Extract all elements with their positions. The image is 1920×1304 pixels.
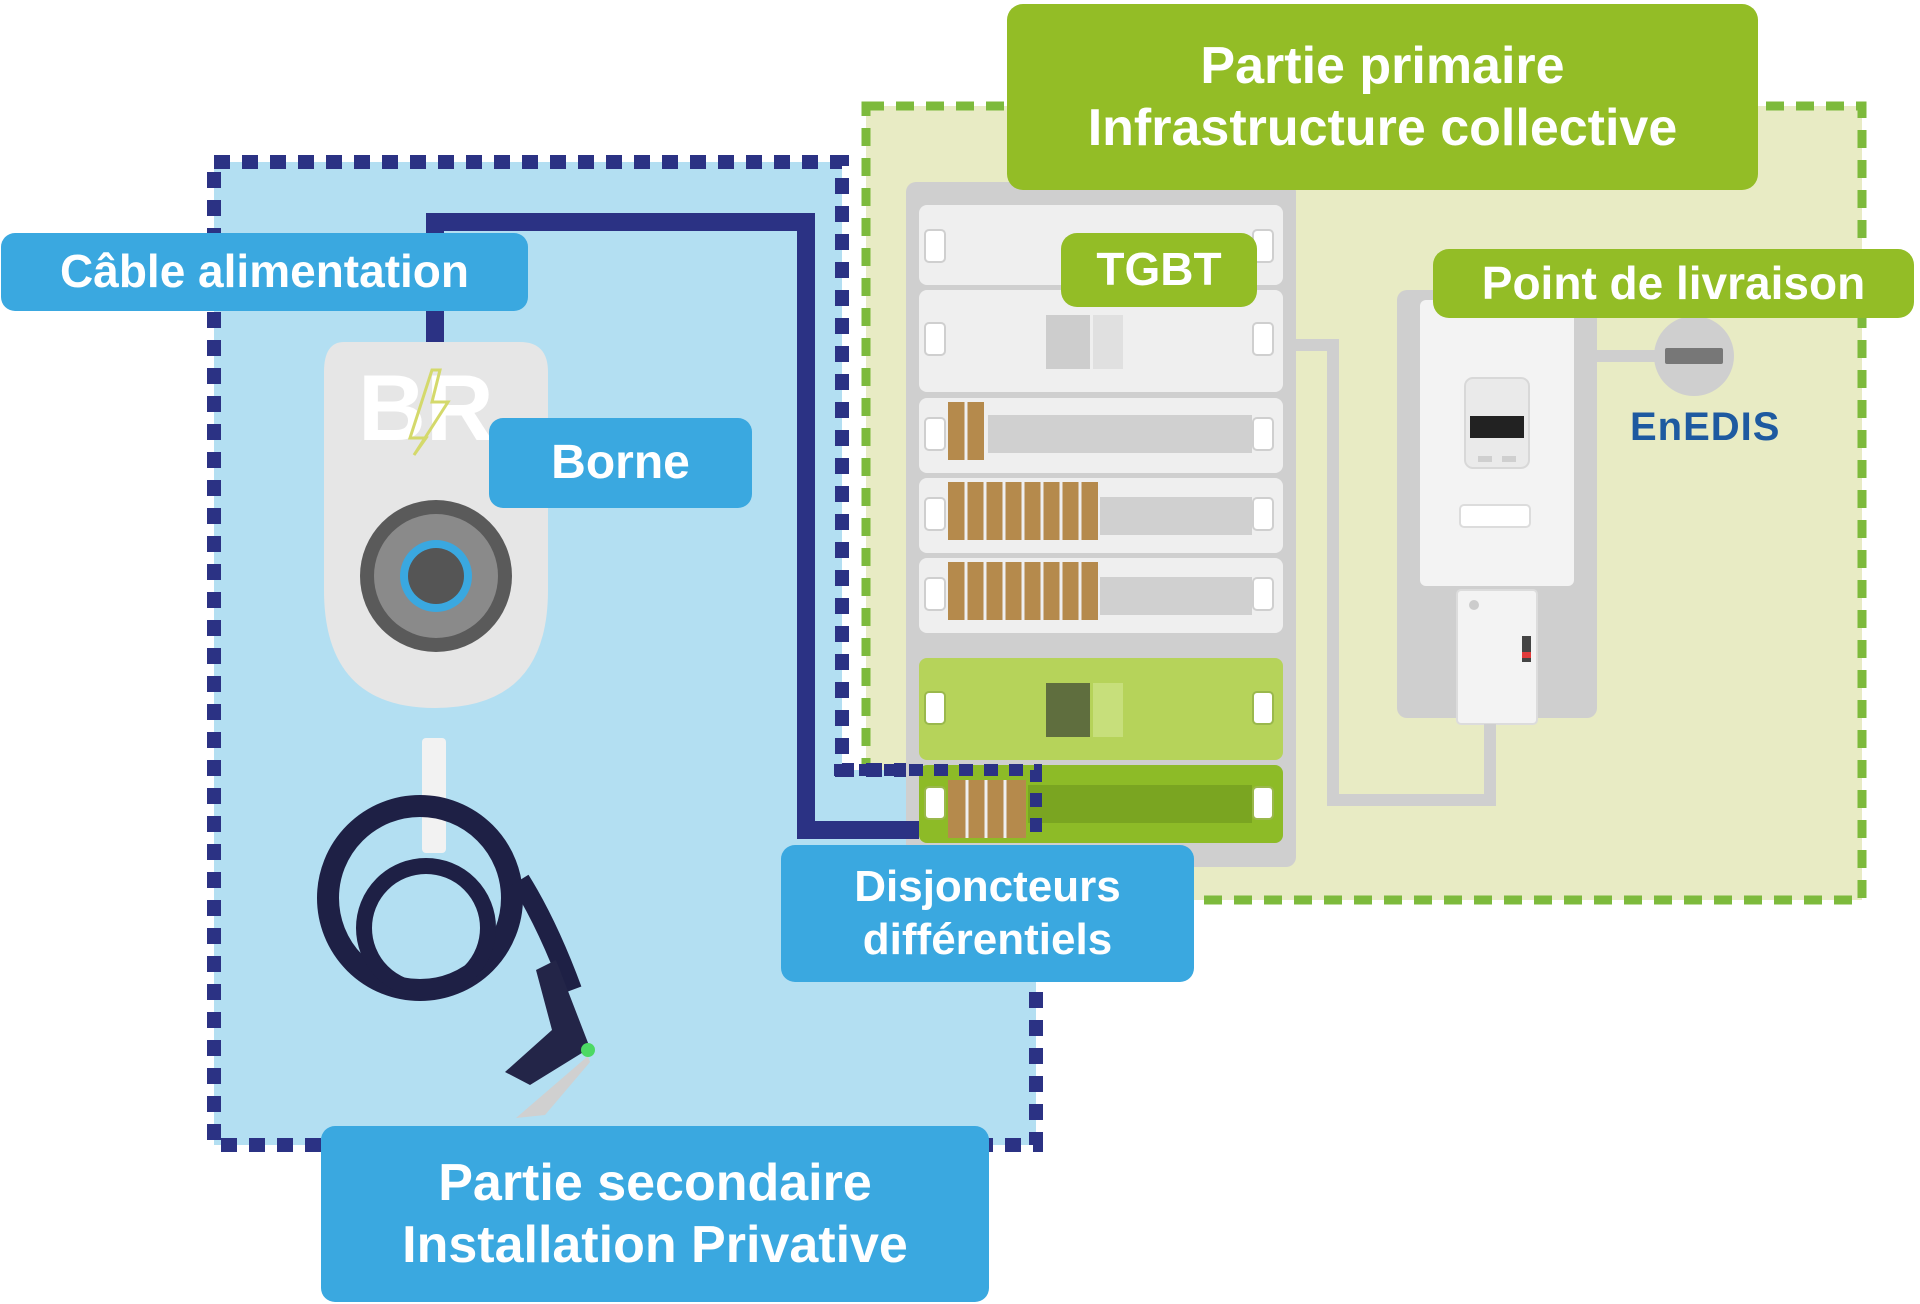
primary-part-label: Partie primaire Infrastructure collectiv…: [1007, 4, 1758, 190]
charger-label: Borne: [489, 418, 752, 508]
electrical-panel-icon: [906, 182, 1296, 867]
lightning-icon: [407, 368, 451, 456]
distribution-cables: [1296, 339, 1660, 806]
breakers-label: Disjoncteurs différentiels: [781, 845, 1194, 982]
delivery-point-label: Point de livraison: [1433, 249, 1914, 318]
primary-subtitle: Infrastructure collective: [1087, 99, 1678, 157]
charging-cable-icon: [317, 738, 595, 1118]
charger-station-icon: BR: [324, 342, 548, 708]
tgbt-label: TGBT: [1061, 233, 1257, 307]
meter-icon: [1397, 290, 1597, 725]
enedis-logo: EnEDIS: [1630, 405, 1780, 449]
primary-title: Partie primaire: [1200, 36, 1565, 95]
power-cable-label: Câble alimentation: [1, 233, 528, 311]
secondary-part-label: Partie secondaire Installation Privative: [321, 1126, 989, 1302]
charger-logo: BR: [358, 355, 494, 460]
private-zone-border-overlap: [834, 764, 1042, 840]
